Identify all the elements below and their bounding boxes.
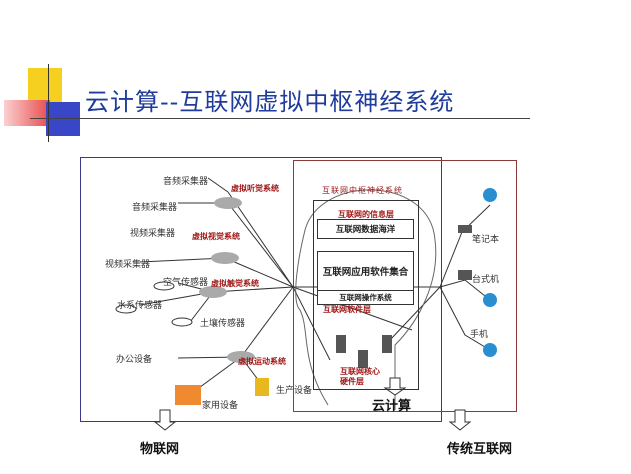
slide-title: 云计算--互联网虚拟中枢神经系统 — [85, 88, 455, 116]
deco-yellow-square — [28, 68, 62, 102]
system-label: 虚拟触觉系统 — [211, 278, 259, 288]
device-label: 土壤传感器 — [200, 319, 246, 329]
device-label: 音频采集器 — [163, 177, 209, 187]
device-label: 音频采集器 — [132, 203, 178, 213]
software-layer-label: 互联网软件层 — [323, 304, 371, 314]
system-label: 虚拟视觉系统 — [192, 231, 240, 241]
device-label: 空气传感器 — [163, 278, 209, 288]
deco-blue-square — [46, 102, 80, 136]
device-label: 视频采集器 — [105, 260, 151, 270]
cloud-frame — [293, 160, 517, 412]
os-box: 互联网操作系统 — [317, 290, 414, 305]
deco-vline — [48, 64, 49, 142]
internet-device-label: 笔记本 — [472, 235, 500, 245]
info-layer-label: 互联网的信息层 — [338, 209, 394, 219]
cloud-inner-frame — [313, 200, 419, 390]
device-label: 视频采集器 — [130, 229, 176, 239]
system-label: 虚拟听觉系统 — [231, 183, 279, 193]
device-label: 生产设备 — [276, 386, 313, 396]
cloud-heading: 互联网中枢神经系统 — [322, 186, 403, 195]
device-label: 水系传感器 — [117, 301, 163, 311]
cloud-label: 云计算 — [372, 399, 412, 414]
internet-label: 传统互联网 — [447, 442, 513, 457]
device-label: 办公设备 — [116, 355, 153, 365]
data-ocean-box: 互联网数据海洋 — [317, 219, 414, 239]
system-label: 虚拟运动系统 — [238, 356, 286, 366]
internet-device-label: 台式机 — [472, 275, 500, 285]
internet-device-label: 手机 — [470, 330, 489, 340]
iot-label: 物联网 — [140, 442, 180, 457]
app-set-box: 互联网应用软件集合 — [317, 251, 414, 291]
deco-hline — [30, 118, 530, 119]
hardware-layer-label: 互联网核心 — [340, 366, 380, 376]
device-label: 家用设备 — [202, 401, 239, 411]
deco-red-bar — [4, 100, 50, 126]
hardware-layer-label: 硬件层 — [340, 376, 364, 386]
